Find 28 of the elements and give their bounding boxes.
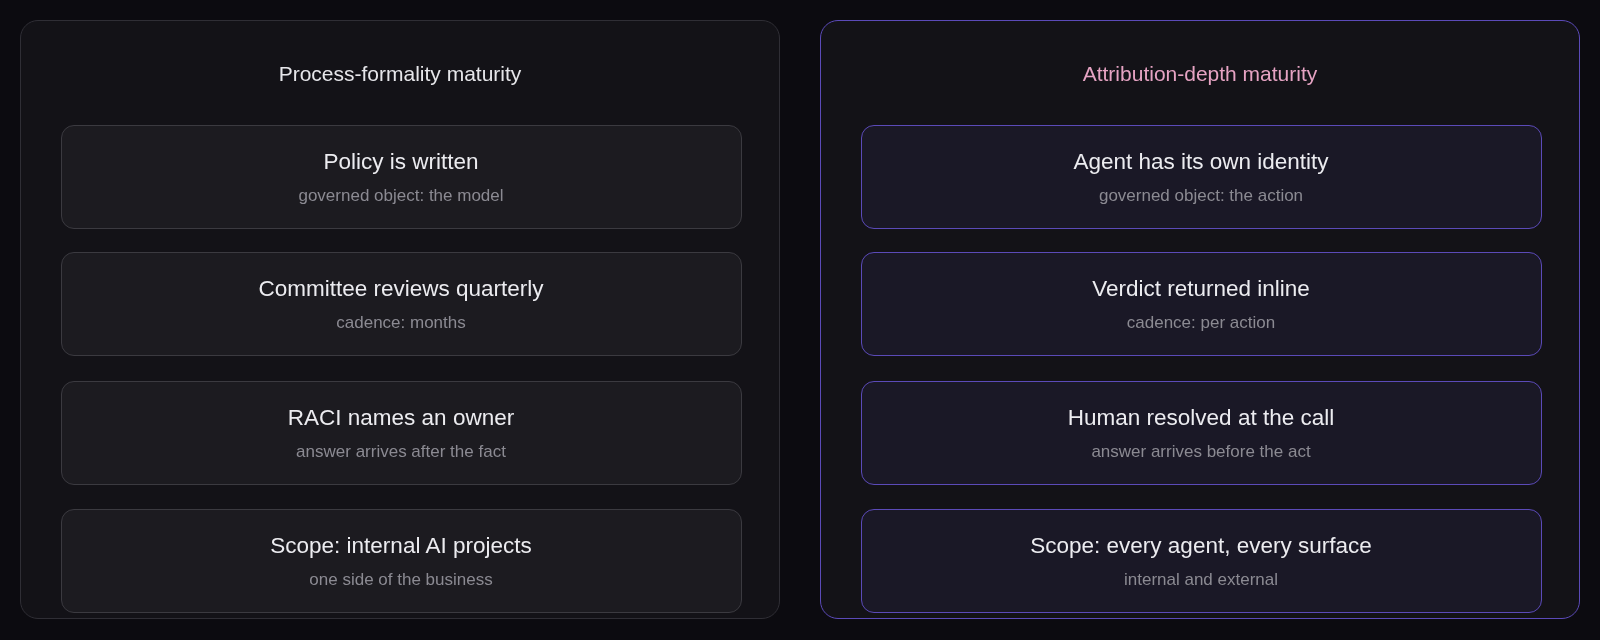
stage-card (60, 124, 742, 229)
card-title: Committee reviews quarterly (258, 275, 544, 303)
card-subtitle: cadence: months (336, 312, 466, 334)
stage-card (60, 508, 742, 613)
card-title: Agent has its own identity (1073, 147, 1329, 176)
panel-heading: Attribution-depth maturity (1082, 61, 1318, 87)
card-subtitle: cadence: per action (1126, 312, 1276, 334)
stage-card (860, 124, 1542, 229)
group-panel (20, 20, 780, 619)
panel-heading: Process-formality maturity (278, 61, 522, 87)
card-subtitle: answer arrives before the act (1091, 440, 1311, 463)
card-subtitle: governed object: the action (1098, 184, 1304, 207)
group-panel (820, 20, 1580, 619)
card-title: RACI names an owner (287, 403, 515, 432)
card-subtitle: one side of the business (309, 568, 493, 591)
card-subtitle: governed object: the model (298, 184, 504, 207)
stage-card (860, 508, 1542, 613)
card-title: Verdict returned inline (1092, 275, 1310, 303)
card-subtitle: internal and external (1123, 568, 1278, 591)
card-title: Scope: internal AI projects (270, 531, 532, 560)
card-title: Policy is written (323, 147, 479, 176)
stage-card (60, 380, 742, 485)
card-subtitle: answer arrives after the fact (296, 440, 506, 463)
stage-card (860, 380, 1542, 485)
stage-card (860, 252, 1542, 356)
card-title: Scope: every agent, every surface (1030, 531, 1372, 560)
card-title: Human resolved at the call (1067, 403, 1335, 432)
stage-card (60, 252, 742, 356)
